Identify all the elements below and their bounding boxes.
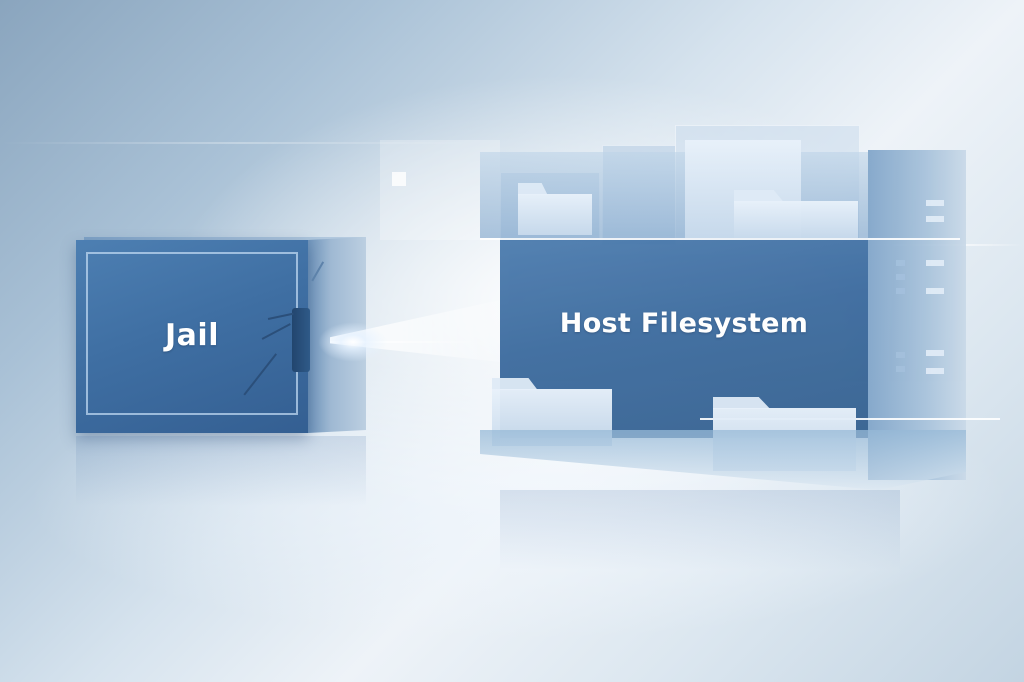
folder-icon [734, 190, 858, 238]
jail-front-face: Jail [76, 240, 308, 433]
light-streak [0, 142, 480, 144]
background-haze [392, 172, 406, 186]
server-rack-icon [868, 150, 966, 480]
beam-glow [318, 322, 388, 362]
host-base-platform [480, 430, 966, 490]
host-filesystem-label: Host Filesystem [559, 308, 809, 339]
cracked-box-icon [292, 308, 310, 372]
beam-line [330, 341, 480, 343]
host-reflection [500, 490, 900, 570]
jail-reflection [76, 436, 366, 506]
jail-label: Jail [165, 318, 219, 353]
folder-icon [518, 183, 592, 235]
shelf-divider [480, 238, 960, 240]
